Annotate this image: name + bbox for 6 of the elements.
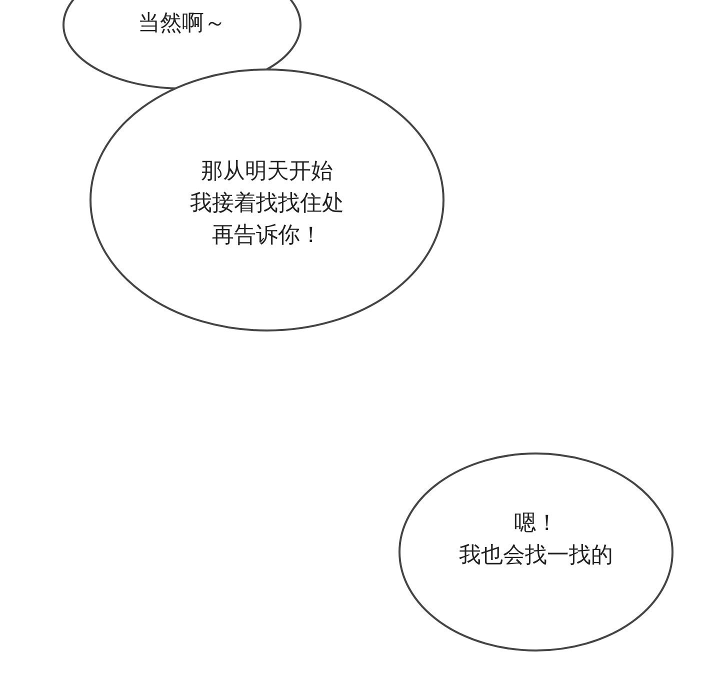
dialogue-text: 我接着找找住处 [190, 190, 344, 218]
dialogue-text: 我也会找一找的 [459, 542, 613, 570]
dialogue-text: 再告诉你！ [212, 222, 322, 250]
dialogue-text: 那从明天开始 [201, 158, 333, 186]
dialogue-text: 嗯！ [514, 510, 558, 538]
dialogue-text: 当然啊～ [138, 10, 226, 38]
